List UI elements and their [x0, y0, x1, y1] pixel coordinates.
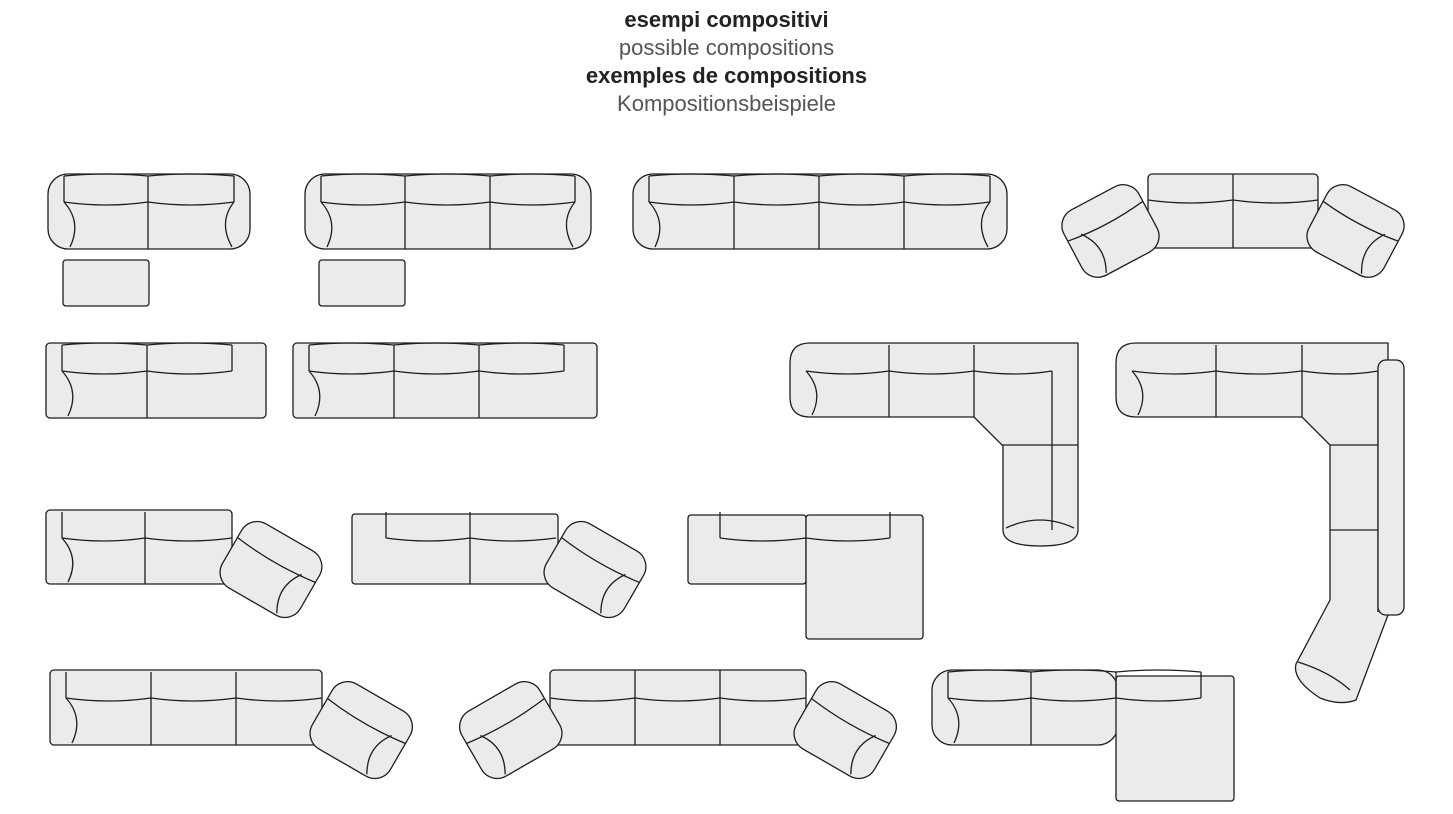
- sofa-corner-l-shape-small: [789, 342, 1079, 547]
- title-english: possible compositions: [618, 35, 835, 60]
- title-italian: esempi compositivi: [624, 7, 829, 32]
- sofa-3-seat-with-ottoman: [304, 173, 592, 307]
- title-block: esempi compositivi possible compositions…: [0, 6, 1453, 118]
- sofa-curved-2-seat-angled-ends: [1061, 173, 1405, 278]
- sofa-2-seat-with-chaise: [687, 512, 924, 640]
- title-german: Kompositionsbeispiele: [617, 91, 836, 116]
- title-french: exemples de compositions: [585, 63, 868, 88]
- sofa-corner-l-shape-large: [1115, 342, 1405, 704]
- sofa-2-seat-with-angled-end: [45, 509, 323, 619]
- sofa-3-seat-angled-both-ends: [458, 669, 898, 780]
- sofa-2-seat-with-ottoman: [47, 173, 251, 307]
- sofa-2-seat-end-element-angled-end: [351, 512, 647, 619]
- sofa-4-seat: [632, 173, 1008, 250]
- sofa-2-seat-with-end-element: [45, 342, 267, 419]
- sofa-3-seat-with-angled-end: [49, 669, 414, 780]
- sofa-3-seat-with-end-element: [292, 342, 598, 419]
- sofa-2-seat-with-chaise-longue: [931, 669, 1235, 802]
